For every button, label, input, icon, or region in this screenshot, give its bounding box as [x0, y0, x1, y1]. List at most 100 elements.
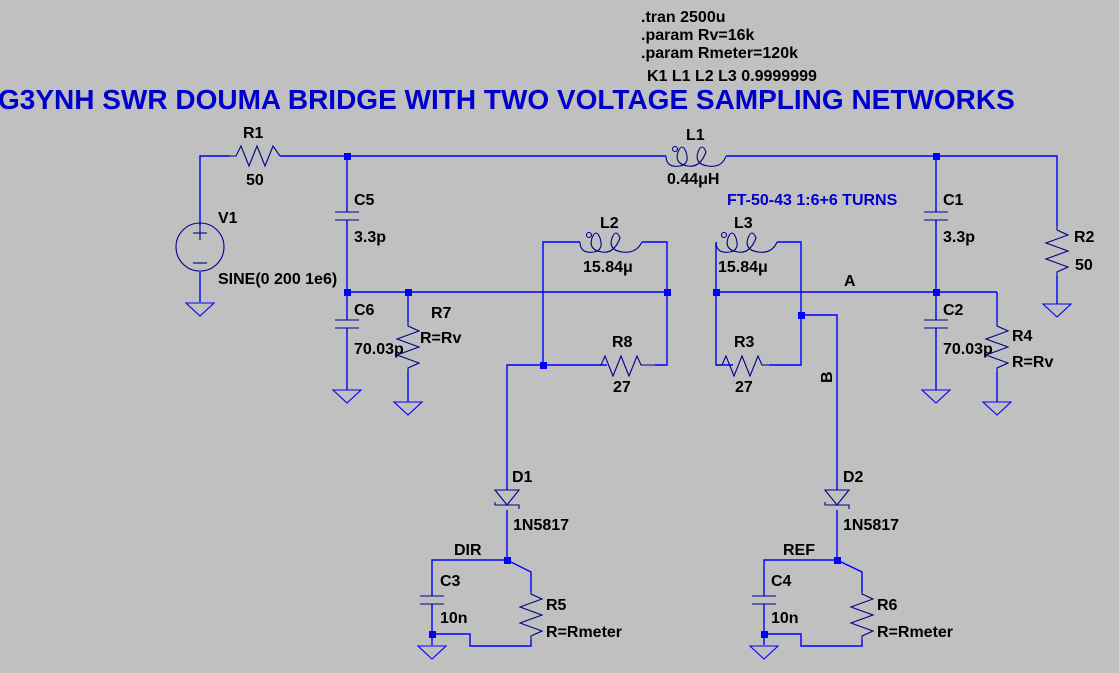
inductor-icon [579, 231, 643, 253]
capacitor-c1[interactable]: C1 3.3p [924, 192, 975, 246]
diode-d2[interactable]: D2 1N5817 [823, 469, 899, 534]
r4-value: R=Rv [1012, 354, 1053, 371]
ground-icon [416, 645, 448, 660]
wires [199, 155, 1058, 647]
wire [542, 241, 607, 366]
c2-value: 70.03p [943, 341, 993, 358]
junction-dot [933, 153, 940, 160]
v1-name: V1 [218, 210, 238, 227]
r7-value: R=Rv [420, 330, 461, 347]
r2-name: R2 [1074, 229, 1095, 246]
capacitor-c4[interactable]: C4 10n [752, 573, 799, 627]
r5-value: R=Rmeter [546, 624, 622, 641]
wire [642, 241, 668, 366]
resistor-r6[interactable]: R6 R=Rmeter [849, 592, 953, 641]
junction-dot [664, 289, 671, 296]
resistor-r1[interactable]: R1 50 [230, 125, 281, 189]
resistor-r3[interactable]: R3 27 [716, 334, 769, 396]
d2-value: 1N5817 [843, 517, 899, 534]
inductor-l2[interactable]: L2 15.84μ [579, 215, 643, 276]
junction-dot [713, 289, 720, 296]
resistor-icon [1044, 226, 1070, 276]
resistor-r8[interactable]: R8 27 [597, 334, 655, 396]
v1-value: SINE(0 200 1e6) [218, 271, 337, 288]
wire [801, 314, 838, 490]
wire [432, 633, 532, 647]
capacitor-c6[interactable]: C6 70.03p [335, 302, 404, 358]
c4-name: C4 [771, 573, 792, 590]
junction-dot [405, 289, 412, 296]
transformer-note[interactable]: FT-50-43 1:6+6 TURNS [727, 192, 898, 209]
resistor-icon [597, 354, 655, 378]
l1-name: L1 [686, 127, 705, 144]
wire [836, 559, 863, 592]
l3-name: L3 [734, 215, 753, 232]
resistor-icon [849, 592, 875, 640]
schottky-diode-icon [823, 489, 851, 509]
r4-name: R4 [1012, 328, 1033, 345]
inductor-icon [665, 145, 727, 167]
r1-value: 50 [246, 172, 264, 189]
voltage-source-v1[interactable]: V1 SINE(0 200 1e6) [175, 210, 337, 288]
r6-value: R=Rmeter [877, 624, 953, 641]
r3-value: 27 [735, 379, 753, 396]
wire [763, 559, 837, 596]
grounds [184, 302, 1073, 660]
spice-directives: .tran 2500u .param Rv=16k .param Rmeter=… [641, 9, 817, 85]
wire [506, 364, 543, 490]
junction-dot [933, 289, 940, 296]
l1-value: 0.44μH [667, 171, 719, 188]
l2-value: 15.84μ [583, 259, 633, 276]
c1-value: 3.3p [943, 229, 975, 246]
resistor-r7[interactable]: R7 R=Rv [395, 305, 461, 372]
junction-dot [540, 362, 547, 369]
ground-icon [920, 389, 952, 404]
c3-value: 10n [440, 610, 468, 627]
net-label-dir[interactable]: DIR [454, 542, 482, 559]
junctions [344, 153, 940, 638]
resistor-r2[interactable]: R2 50 [1044, 226, 1095, 276]
inductor-l1[interactable]: L1 0.44μH [665, 127, 727, 188]
inductor-l3[interactable]: L3 15.84μ [715, 215, 778, 276]
diode-d1[interactable]: D1 1N5817 [493, 469, 569, 534]
r3-name: R3 [734, 334, 755, 351]
wire [726, 155, 1058, 226]
net-label-ref[interactable]: REF [783, 542, 815, 559]
capacitor-c5[interactable]: C5 3.3p [335, 192, 386, 246]
wire [506, 559, 532, 592]
c2-name: C2 [943, 302, 964, 319]
d1-name: D1 [512, 469, 533, 486]
directive-param-rmeter[interactable]: .param Rmeter=120k [641, 45, 798, 62]
directive-tran[interactable]: .tran 2500u [641, 9, 725, 26]
sine-source-icon [175, 222, 225, 272]
c4-value: 10n [771, 610, 799, 627]
resistor-icon [518, 592, 544, 640]
directive-param-rv[interactable]: .param Rv=16k [641, 27, 755, 44]
net-label-b[interactable]: B [819, 371, 836, 383]
junction-dot [834, 557, 841, 564]
resistor-r4[interactable]: R4 R=Rv [984, 322, 1053, 372]
directive-coupling[interactable]: K1 L1 L2 L3 0.9999999 [647, 68, 817, 85]
c5-value: 3.3p [354, 229, 386, 246]
junction-dot [761, 631, 768, 638]
wire [199, 155, 230, 226]
ground-icon [331, 389, 363, 404]
ground-icon [748, 645, 780, 660]
wire [764, 633, 863, 647]
resistor-icon [984, 322, 1010, 372]
resistor-r5[interactable]: R5 R=Rmeter [518, 592, 622, 641]
d1-value: 1N5817 [513, 517, 569, 534]
c6-value: 70.03p [354, 341, 404, 358]
resistor-icon [230, 144, 281, 168]
schematic-title[interactable]: G3YNH SWR DOUMA BRIDGE WITH TWO VOLTAGE … [0, 84, 1015, 115]
schottky-diode-icon [493, 489, 521, 509]
ground-icon [184, 302, 216, 317]
capacitor-c2[interactable]: C2 70.03p [924, 302, 993, 358]
c3-name: C3 [440, 573, 461, 590]
r8-name: R8 [612, 334, 633, 351]
junction-dot [429, 631, 436, 638]
junction-dot [798, 312, 805, 319]
net-label-a[interactable]: A [844, 273, 856, 290]
capacitor-c3[interactable]: C3 10n [420, 573, 468, 627]
